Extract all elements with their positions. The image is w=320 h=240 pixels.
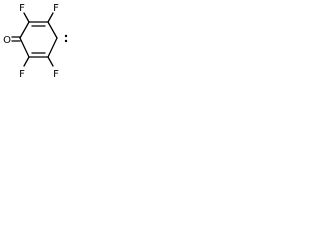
fluorine-label-top-left: F — [19, 3, 25, 14]
bond-c1-f — [23, 12, 30, 23]
lone-pair-dot-upper — [64, 34, 68, 38]
radical-center-symbol — [64, 34, 68, 43]
fluorine-label-top-right: F — [53, 3, 59, 14]
fluorine-label-bottom-left: F — [19, 69, 25, 80]
bond-c2-f — [47, 12, 54, 23]
lone-pair-dot-lower — [64, 39, 68, 43]
chemical-structure: F F O F F — [3, 3, 68, 80]
bond-c5-c6 — [19, 37, 30, 58]
bond-c5-f — [23, 56, 30, 67]
bond-c6-c1 — [19, 21, 30, 39]
bond-c4-f — [47, 56, 54, 67]
oxygen-label: O — [3, 35, 11, 46]
bond-c2-c3 — [47, 21, 58, 39]
fluorine-label-bottom-right: F — [53, 69, 59, 80]
bond-c3-c4 — [47, 37, 58, 58]
